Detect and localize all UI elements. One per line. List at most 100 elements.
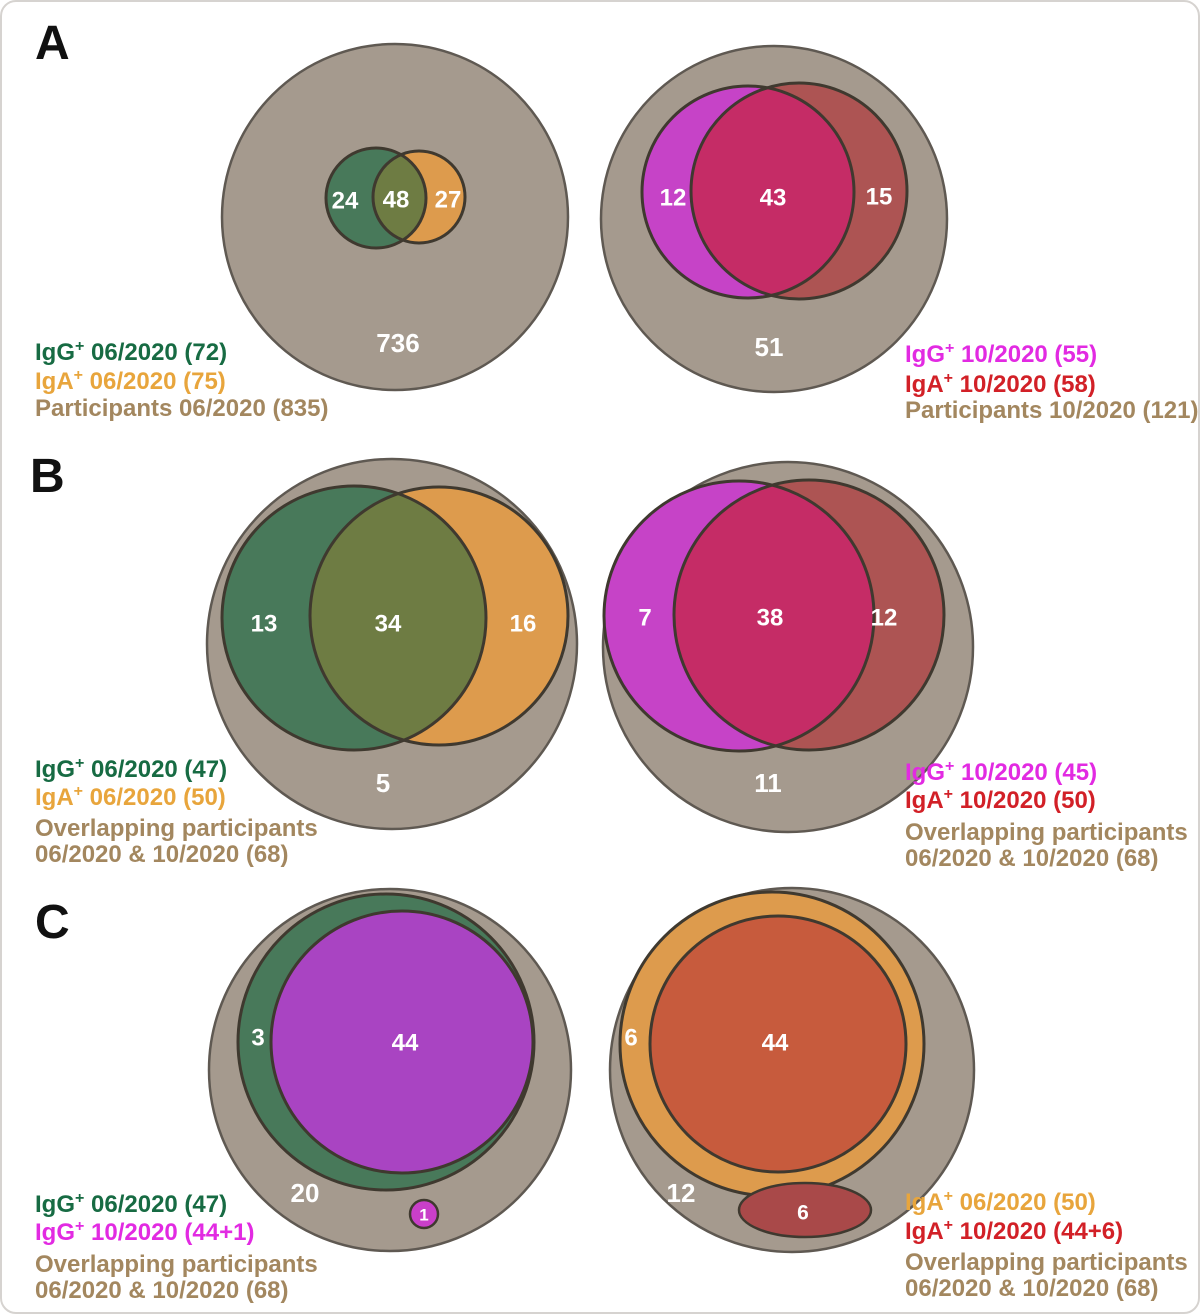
legend-igg-06: IgG+ 06/2020 (47)	[35, 1190, 227, 1218]
legend-overlapping-2: 06/2020 & 10/2020 (68)	[905, 845, 1159, 872]
count-iga-only: 16	[510, 611, 537, 638]
igg-iga-10-overlap-region	[674, 481, 874, 750]
legend-sup: +	[944, 1188, 953, 1205]
legend-rest: 10/2020 (58)	[953, 371, 1096, 398]
legend-sup: +	[75, 338, 84, 355]
legend-overlapping-2: 06/2020 & 10/2020 (68)	[35, 1277, 289, 1304]
igg-06-outline	[220, 484, 488, 752]
legend-igg-10: IgG+ 10/2020 (55)	[905, 340, 1097, 368]
legend-a-right: IgG+ 10/2020 (55) IgA+ 10/2020 (58) Part…	[905, 340, 1198, 424]
iga-10-extra-outline	[737, 1181, 873, 1239]
count-outside: 736	[376, 328, 419, 358]
legend-iga-06: IgA+ 06/2020 (50)	[35, 783, 226, 811]
venn-b-right: 7 38 12 11	[601, 460, 975, 834]
legend-overlapping-1: Overlapping participants	[905, 819, 1188, 846]
legend-sup: +	[944, 370, 953, 387]
legend-iga-10: IgA+ 10/2020 (50)	[905, 786, 1096, 814]
legend-overlapping-1: Overlapping participants	[35, 1251, 318, 1278]
iga-10-extra-ellipse	[739, 1183, 871, 1237]
count-overlap: 43	[760, 185, 787, 212]
legend-iga-06: IgA+ 06/2020 (50)	[905, 1188, 1096, 1216]
legend-base: IgG	[35, 756, 75, 783]
count-outside: 12	[667, 1178, 696, 1208]
legend-rest: 06/2020 (72)	[84, 339, 227, 366]
legend-sup: +	[945, 758, 954, 775]
count-igg-only: 12	[660, 185, 687, 212]
venn-c-left: 3 44 20 1	[207, 887, 573, 1253]
legend-c-left: IgG+ 06/2020 (47) IgG+ 10/2020 (44+1) Ov…	[35, 1190, 318, 1304]
legend-base: IgA	[905, 1189, 944, 1216]
count-iga-only: 12	[871, 605, 898, 632]
legend-base: IgG	[35, 339, 75, 366]
count-overlap: 44	[392, 1030, 419, 1057]
legend-rest: 10/2020 (44+6)	[953, 1218, 1123, 1245]
legend-iga-06: IgA+ 06/2020 (75)	[35, 367, 226, 395]
legend-sup: +	[75, 755, 84, 772]
legend-base: IgA	[905, 371, 944, 398]
iga-06-outline	[308, 485, 570, 747]
legend-base: IgA	[35, 368, 74, 395]
count-outside: 5	[376, 768, 390, 798]
venn-a-right: 12 43 15 51	[599, 44, 949, 394]
legend-sup: +	[75, 1218, 84, 1235]
igg-10-circle	[271, 911, 533, 1173]
legend-sup: +	[944, 1217, 953, 1234]
legend-base: IgG	[905, 759, 945, 786]
legend-rest: 06/2020 (47)	[84, 1191, 227, 1218]
legend-base: IgA	[35, 784, 74, 811]
count-overlap: 34	[375, 611, 402, 638]
igg-10-outline	[602, 479, 876, 753]
legend-sup: +	[75, 1190, 84, 1207]
legend-rest: 06/2020 (50)	[953, 1189, 1096, 1216]
legend-sup: +	[74, 367, 83, 384]
count-iga06-only: 6	[624, 1025, 637, 1052]
iga-10-outline	[672, 478, 946, 752]
legend-b-right: IgG+ 10/2020 (45) IgA+ 10/2020 (50) Over…	[905, 758, 1188, 872]
legend-base: IgG	[905, 341, 945, 368]
count-extra: 1	[419, 1206, 428, 1225]
count-iga-only: 15	[866, 184, 893, 211]
legend-iga-10: IgA+ 10/2020 (58)	[905, 370, 1096, 398]
legend-rest: 06/2020 (75)	[83, 368, 226, 395]
iga-06-outline	[371, 149, 467, 245]
legend-overlapping-2: 06/2020 & 10/2020 (68)	[35, 841, 289, 868]
legend-b-left: IgG+ 06/2020 (47) IgA+ 06/2020 (50) Over…	[35, 755, 318, 868]
count-overlap: 48	[383, 187, 410, 214]
legend-overlapping-2: 06/2020 & 10/2020 (68)	[905, 1275, 1159, 1302]
count-overlap: 38	[757, 605, 784, 632]
legend-sup: +	[944, 786, 953, 803]
legend-overlapping-1: Overlapping participants	[35, 815, 318, 842]
igg-10-extra-circle	[410, 1200, 438, 1228]
legend-rest: 10/2020 (50)	[953, 787, 1096, 814]
igg-06-outline	[324, 146, 428, 250]
legend-base: IgA	[905, 787, 944, 814]
legend-rest: 06/2020 (47)	[84, 756, 227, 783]
count-outside: 51	[755, 332, 784, 362]
panel-c-letter: C	[35, 896, 70, 949]
count-overlap: 44	[762, 1030, 789, 1057]
legend-rest: 06/2020 (50)	[83, 784, 226, 811]
legend-base: IgG	[35, 1191, 75, 1218]
igg-iga-06-overlap-region	[373, 151, 426, 243]
iga-10-circle	[650, 916, 906, 1172]
legend-igg-10: IgG+ 10/2020 (45)	[905, 758, 1097, 786]
legend-participants-06: Participants 06/2020 (835)	[35, 395, 329, 422]
count-igg06-only: 3	[251, 1025, 264, 1052]
legend-base: IgG	[35, 1219, 75, 1246]
panel-b-letter: B	[30, 450, 65, 503]
venn-b-left: 13 34 16 5	[205, 457, 579, 831]
count-igg-only: 24	[332, 188, 359, 215]
legend-rest: 10/2020 (45)	[954, 759, 1097, 786]
legend-overlapping-1: Overlapping participants	[905, 1249, 1188, 1276]
legend-participants-10: Participants 10/2020 (121)	[905, 397, 1198, 424]
count-extra: 6	[797, 1202, 809, 1225]
count-outside: 11	[754, 768, 782, 798]
panel-a-letter: A	[35, 17, 70, 70]
legend-sup: +	[945, 340, 954, 357]
legend-base: IgA	[905, 1218, 944, 1245]
igg-10-extra-outline	[408, 1198, 440, 1230]
count-igg-only: 13	[251, 611, 278, 638]
count-igg-only: 7	[638, 605, 651, 632]
legend-sup: +	[74, 783, 83, 800]
